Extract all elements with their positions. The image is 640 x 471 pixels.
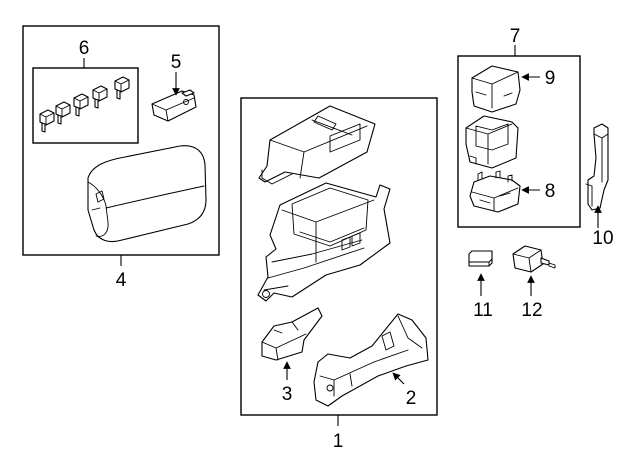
fuse-box-cover-icon[interactable]: [87, 145, 207, 243]
relay-box-housing-icon[interactable]: [465, 115, 519, 169]
group-box-4: [22, 25, 220, 266]
relay-box-cover-icon[interactable]: [471, 65, 540, 113]
fuse-block-body-icon[interactable]: [257, 182, 391, 302]
group-box-6: [32, 58, 139, 144]
relay-box-base-icon[interactable]: [469, 170, 540, 213]
callout-4: 4: [116, 270, 127, 291]
callout-12: 12: [521, 300, 542, 321]
callout-11: 11: [473, 300, 493, 321]
blade-fuses-icon[interactable]: [39, 76, 130, 133]
callout-10: 10: [592, 228, 613, 249]
mounting-bracket-icon[interactable]: [585, 123, 609, 228]
callout-5: 5: [171, 52, 182, 73]
callout-1: 1: [333, 431, 344, 452]
group-box-7: [457, 45, 581, 228]
lower-mounting-bracket-icon[interactable]: [313, 313, 429, 407]
group-box-1: [240, 97, 438, 426]
callout-3: 3: [282, 384, 293, 405]
callout-2: 2: [406, 388, 417, 409]
callout-6: 6: [79, 38, 90, 59]
fuse-puller-icon[interactable]: [151, 72, 197, 122]
small-bracket-icon[interactable]: [261, 307, 323, 380]
fuse-block-cover-icon[interactable]: [258, 105, 376, 185]
callout-9: 9: [545, 68, 556, 89]
callout-7: 7: [510, 26, 521, 47]
callout-8: 8: [545, 181, 556, 202]
mini-relay-icon[interactable]: [468, 250, 493, 296]
relay-icon[interactable]: [512, 245, 556, 296]
